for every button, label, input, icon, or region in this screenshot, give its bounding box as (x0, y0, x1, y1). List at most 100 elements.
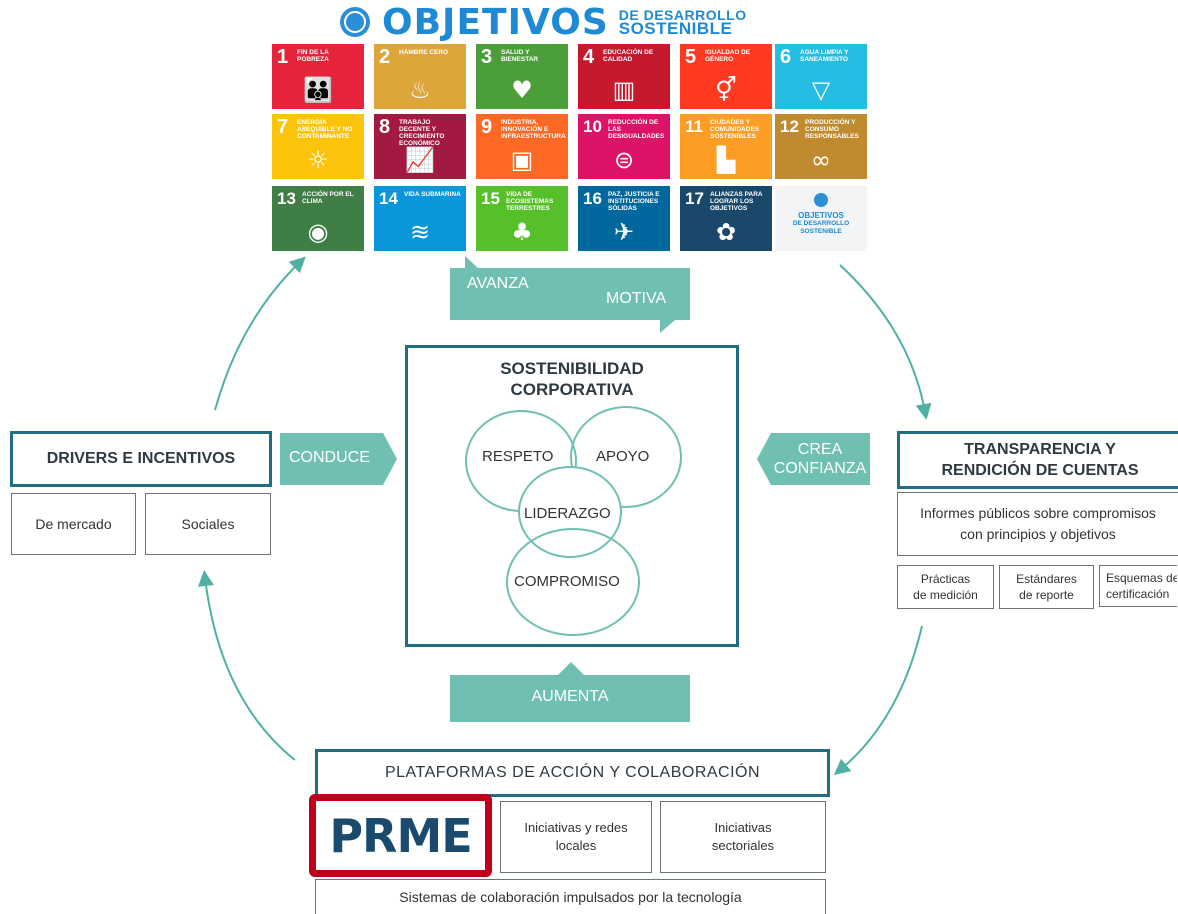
city-buildings-icon: ▙ (716, 146, 736, 174)
platforms-title-box: PLATAFORMAS DE ACCIÓN Y COLABORACIÓN (315, 749, 830, 797)
sdg-number: 5 (685, 46, 697, 68)
sector-initiatives-box: Iniciativas sectoriales (660, 801, 826, 873)
equal-sign-icon: ⊜ (613, 146, 635, 174)
growth-chart-icon: 📈 (405, 146, 435, 174)
venn-compromiso-circle (506, 528, 640, 636)
sdg-label: Trabajo decente y crecimiento económico (399, 119, 445, 147)
sdg-tile-16: 16 Paz, justicia e instituciones sólidas ✈ (578, 186, 670, 251)
sun-power-icon: ☼ (307, 146, 329, 174)
sdg-number: 4 (583, 46, 595, 68)
sdg-tile-15: 15Vida de ecosistemas terrestres♣ (476, 186, 568, 251)
sdg-number: 9 (481, 116, 493, 138)
liderazgo-label: LIDERAZGO (524, 505, 611, 522)
sdg-tile-13: 13 Acción por el clima ◉ (272, 186, 364, 251)
sdg-label: Educación de calidad (603, 49, 654, 63)
sdg-subtitle: DE DESARROLLO SOSTENIBLE (618, 7, 747, 38)
sdg-number: 7 (277, 116, 289, 138)
sdg-label: Salud y bienestar (501, 49, 539, 63)
food-bowl-icon: ♨ (409, 76, 431, 104)
arrow-platforms-to-drivers (198, 570, 296, 761)
sdg-label: Vida de ecosistemas terrestres (506, 191, 554, 212)
un-emblem-icon (814, 193, 828, 207)
venn-apoyo-circle (570, 406, 682, 508)
sdg-header: OBJETIVOS DE DESARROLLO SOSTENIBLE (340, 1, 747, 43)
sdg-tile-4: 4Educación de calidad▥ (578, 44, 670, 109)
sdg-tile-8: 8Trabajo decente y crecimiento económico… (374, 114, 466, 179)
sdg-tile-17: 17 Alianzas para lograr los objetivos ✿ (680, 186, 772, 251)
sdg-label: Fin de la pobreza (297, 49, 329, 63)
banner-aumenta (450, 662, 690, 722)
gender-equality-icon: ⚥ (715, 76, 737, 104)
sdg-label: Alianzas para lograr los objetivos (710, 191, 763, 212)
sdg-label: Ciudades y comunidades sostenibles (710, 119, 760, 140)
sdg-number: 2 (379, 46, 391, 68)
tree-icon: ♣ (511, 218, 533, 246)
cubes-icon: ▣ (510, 146, 534, 174)
people-family-icon: 👪 (303, 76, 333, 104)
center-title: SOSTENIBILIDAD CORPORATIVA (500, 359, 644, 399)
compromiso-label: COMPROMISO (514, 573, 620, 590)
sdg-number: 17 (685, 189, 704, 208)
prme-logo: PRME (329, 808, 472, 863)
sdg-tile-9: 9 Industria, innovación e infraestructura… (476, 114, 568, 179)
sdg-number: 3 (481, 46, 493, 68)
drivers-title-box: DRIVERS E INCENTIVOS (10, 431, 272, 487)
sdg-label: Acción por el clima (302, 191, 354, 205)
sdg-number: 10 (583, 117, 602, 136)
sdg-grid: 1 Fin de la pobreza 👪 2 Hambre cero ♨ 3 Salud y… (272, 44, 867, 254)
sdg-label: Energía asequible y no contaminante (297, 119, 353, 140)
sdg-label: Hambre cero (399, 49, 449, 56)
eye-globe-icon: ◉ (307, 218, 329, 246)
water-drop-icon: ▽ (811, 76, 831, 104)
sdg-tile-1: 1 Fin de la pobreza 👪 (272, 44, 364, 109)
sdg-label: Producción y consumo responsables (805, 119, 859, 140)
public-reports-box: Informes públicos sobre compromisos con … (897, 492, 1178, 556)
reporting-standards-box: Estándares de reporte (999, 565, 1094, 609)
sdg-number: 6 (780, 46, 792, 68)
sdg-logo-line: SOSTENIBLE (800, 228, 842, 235)
aumenta-label: AUMENTA (531, 688, 609, 705)
corporate-sustainability-box: SOSTENIBILIDAD CORPORATIVA RESPETO APOYO… (405, 345, 739, 647)
dove-icon: ✈ (613, 218, 635, 246)
fish-icon: ≋ (409, 218, 431, 246)
measurement-practices-box: Prácticas de medición (897, 565, 994, 609)
sdg-logo-line: OBJETIVOS (798, 211, 844, 220)
sdg-tile-3: 3 Salud y bienestar ♥ (476, 44, 568, 109)
sdg-tile-11: 11 Ciudades y comunidades sostenibles ▙ (680, 114, 772, 179)
crea-confianza-label: CREA CONFIANZA (773, 441, 867, 477)
sdg-number: 16 (583, 189, 602, 208)
sdg-label: Paz, justicia e instituciones sólidas (608, 191, 660, 212)
avanza-label: AVANZA (467, 275, 529, 292)
heartbeat-icon: ♥ (511, 76, 533, 104)
arrow-drivers-to-sdg (214, 256, 306, 411)
sdg-tile-10: 10 Reducción de las desigualdades ⊜ (578, 114, 670, 179)
sdg-number: 1 (277, 46, 289, 68)
flower-rings-icon: ✿ (715, 218, 737, 246)
sdg-tile-7: 7 Energía asequible y no contaminante ☼ (272, 114, 364, 179)
sdg-tile-6: 6 Agua limpia y saneamiento ▽ (775, 44, 867, 109)
local-initiatives-box: Iniciativas y redes locales (500, 801, 652, 873)
prme-highlight-box[interactable]: PRME (309, 794, 492, 877)
sdg-number: 11 (685, 117, 703, 136)
sdg-title: OBJETIVOS (382, 1, 609, 43)
un-emblem-icon (340, 7, 370, 37)
sdg-number: 13 (277, 189, 296, 208)
sdg-label: Agua limpia y saneamiento (800, 49, 849, 63)
arrow-sdg-to-transparency (839, 264, 932, 420)
conduce-label: CONDUCE (289, 449, 370, 466)
banner-avanza-motiva (450, 256, 690, 333)
sdg-label: Igualdad de género (705, 49, 751, 63)
sdg-label: Vida submarina (404, 191, 461, 198)
sdg-tile-12: 12Producción y consumo responsables∞ (775, 114, 867, 179)
banner-conduce (280, 433, 397, 485)
sdg-tile-14: 14Vida submarina≋ (374, 186, 466, 251)
sdg-label: Reducción de las desigualdades (608, 119, 665, 140)
sdg-label: Industria, innovación e infraestructura (501, 119, 566, 140)
sdg-number: 12 (780, 117, 799, 136)
certification-schemes-box: Esquemas de certificación (1099, 565, 1177, 607)
arrow-transparency-to-platforms (833, 625, 923, 776)
transparency-title-box: TRANSPARENCIA Y RENDICIÓN DE CUENTAS (897, 431, 1178, 489)
drivers-social: Sociales (145, 493, 271, 555)
